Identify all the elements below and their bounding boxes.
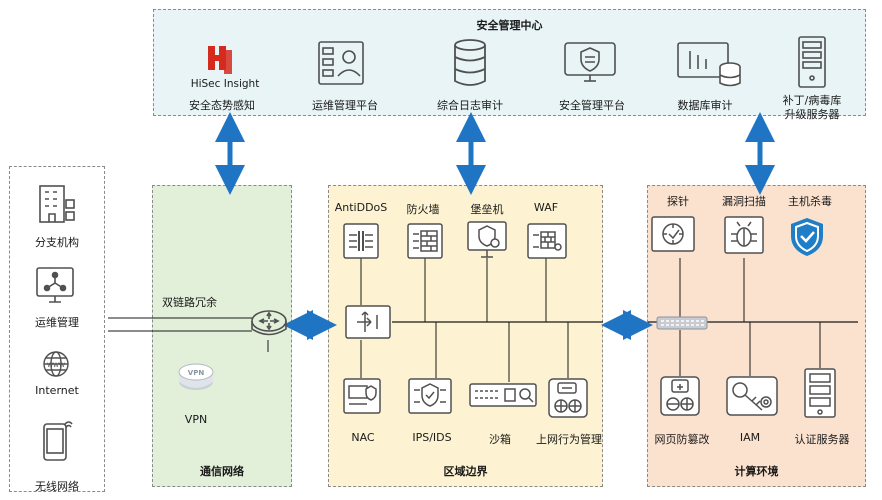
svg-text:WWW: WWW bbox=[47, 362, 65, 369]
zone-title-comm: 通信网络 bbox=[200, 465, 244, 478]
globe-icon: WWW bbox=[42, 350, 70, 378]
dual-link-label: 双链路冗余 bbox=[162, 296, 217, 309]
soc-label-situation: 安全态势感知 bbox=[189, 99, 255, 112]
antivirus-shield-icon bbox=[788, 216, 826, 258]
vpn-device-icon: VPN bbox=[176, 354, 216, 394]
sandbox-icon bbox=[469, 383, 537, 407]
compute-label-webtamper: 网页防篡改 bbox=[654, 433, 710, 446]
vuln-scan-icon bbox=[724, 216, 764, 256]
web-tamper-icon bbox=[660, 376, 700, 416]
left-sources-zone bbox=[9, 166, 105, 492]
left-label-wireless: 无线网络 bbox=[35, 480, 79, 493]
mobile-icon bbox=[42, 418, 74, 462]
database-icon bbox=[452, 39, 488, 87]
border-label-behavior: 上网行为管理 bbox=[536, 433, 602, 446]
compute-label-probe: 探针 bbox=[667, 195, 689, 208]
compute-label-vuln: 漏洞扫描 bbox=[722, 195, 766, 208]
vpn-label: VPN bbox=[184, 413, 208, 426]
bastion-icon bbox=[467, 221, 507, 261]
db-audit-icon bbox=[676, 41, 744, 89]
soc-label-dbaudit: 数据库审计 bbox=[677, 99, 733, 112]
border-label-antiddos: AntiDDoS bbox=[334, 201, 388, 214]
auth-server-icon bbox=[804, 368, 836, 418]
security-management-center-zone: 安全管理中心 bbox=[153, 9, 866, 116]
compute-label-antivirus: 主机杀毒 bbox=[788, 195, 832, 208]
vpn-badge-text: VPN bbox=[188, 369, 205, 377]
border-label-ips: IPS/IDS bbox=[412, 431, 452, 444]
border-label-firewall: 防火墙 bbox=[406, 203, 440, 216]
soc-label-log: 综合日志审计 bbox=[437, 99, 503, 112]
nac-icon bbox=[343, 378, 381, 414]
building-icon bbox=[36, 182, 80, 224]
border-label-waf: WAF bbox=[533, 201, 559, 214]
soc-label-patch: 补丁/病毒库 bbox=[782, 94, 842, 107]
zone-title-compute: 计算环境 bbox=[734, 465, 779, 478]
compute-label-iam: IAM bbox=[739, 431, 761, 444]
shield-monitor-icon bbox=[563, 41, 617, 85]
soc-label-secmgmt: 安全管理平台 bbox=[559, 99, 625, 112]
border-label-nac: NAC bbox=[351, 431, 375, 444]
waf-icon bbox=[527, 223, 567, 259]
left-label-internet: Internet bbox=[35, 384, 79, 397]
border-label-sandbox: 沙箱 bbox=[489, 433, 511, 446]
network-monitor-icon bbox=[35, 266, 75, 306]
firewall-icon bbox=[407, 223, 443, 259]
hisec-brand-text: HiSec Insight bbox=[190, 78, 260, 90]
core-switch-icon bbox=[345, 305, 391, 339]
zone-title-border: 区域边界 bbox=[443, 465, 488, 478]
left-label-branch: 分支机构 bbox=[35, 236, 79, 249]
compute-switch-icon bbox=[656, 316, 708, 330]
hisec-insight-logo bbox=[202, 44, 242, 74]
soc-label-patch-2: 升级服务器 bbox=[784, 108, 840, 121]
border-label-bastion: 堡垒机 bbox=[470, 203, 504, 216]
iam-icon bbox=[726, 376, 778, 416]
ips-icon bbox=[408, 378, 452, 414]
probe-icon bbox=[651, 216, 695, 256]
behavior-mgmt-icon bbox=[548, 378, 588, 418]
ops-platform-icon bbox=[317, 40, 365, 86]
antiddos-icon bbox=[343, 223, 379, 259]
left-label-ops: 运维管理 bbox=[35, 316, 79, 329]
compute-label-authserver: 认证服务器 bbox=[794, 433, 850, 446]
soc-label-ops: 运维管理平台 bbox=[312, 99, 378, 112]
zone-title-soc: 安全管理中心 bbox=[476, 19, 543, 32]
server-icon bbox=[797, 35, 827, 89]
router-icon bbox=[250, 308, 288, 342]
